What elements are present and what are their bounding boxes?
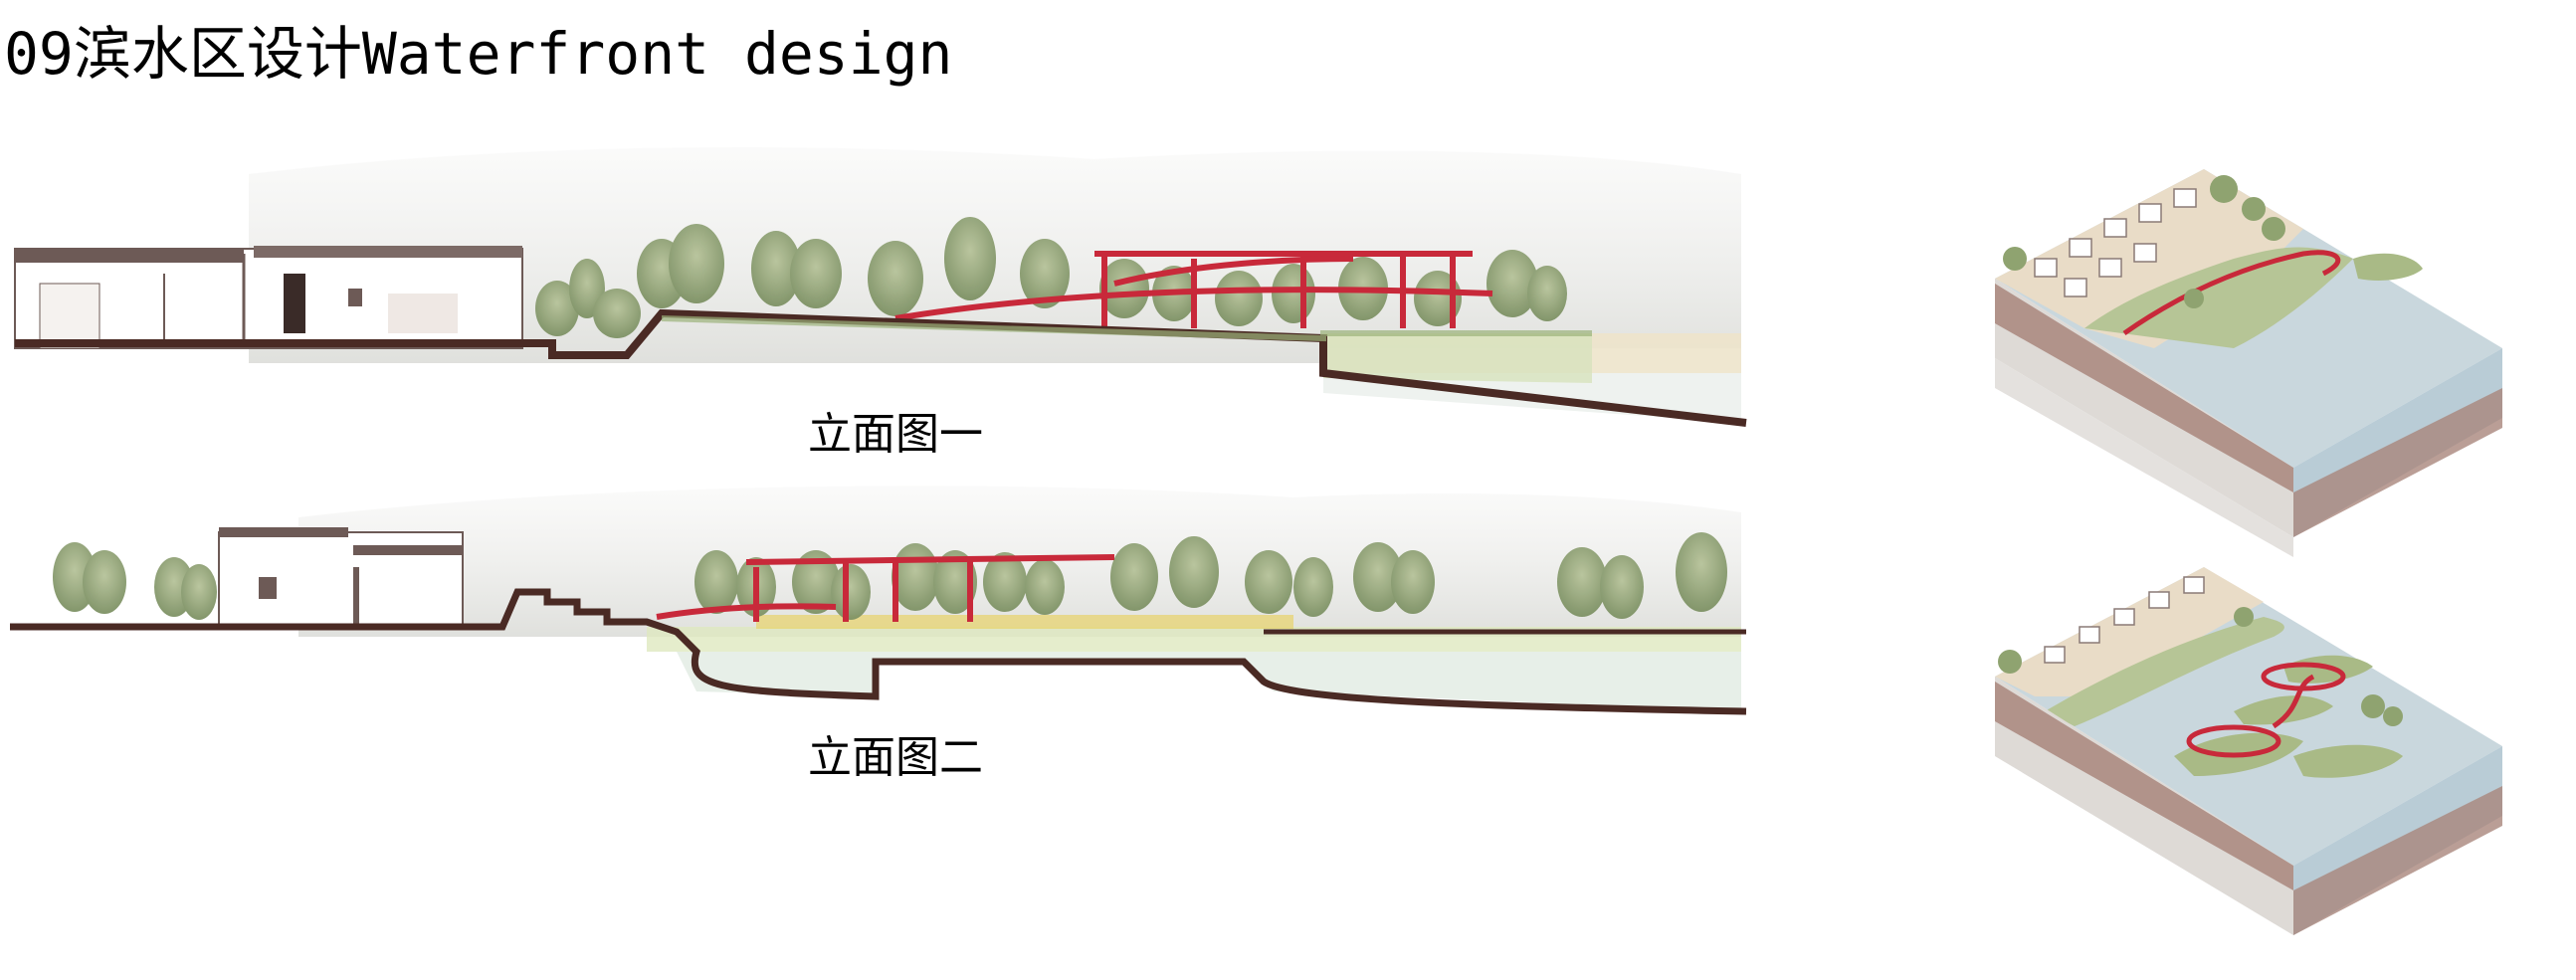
water-area (677, 652, 1741, 711)
lawn-band (1323, 333, 1592, 383)
elevation-drawing-1 (0, 134, 1751, 438)
page-title: 09滨水区设计Waterfront design (4, 20, 953, 88)
green-bank (2045, 617, 2284, 726)
elevation-1-illustration (14, 147, 1747, 427)
elevation-drawing-2 (0, 468, 1751, 726)
tree-row (53, 532, 1727, 620)
soil-layer-left (1995, 682, 2293, 890)
axonometric-block-1-illustration (1995, 169, 2502, 557)
ground-section-line (15, 308, 1747, 427)
soil-layer-left (1995, 284, 2293, 492)
ground-section-line (10, 588, 1747, 715)
land-surface (1995, 567, 2264, 696)
red-path (2186, 662, 2346, 758)
block-trees (2003, 175, 2285, 308)
houses-cluster (2044, 576, 2205, 664)
block-trees (1998, 607, 2403, 726)
elevation-2-illustration (10, 486, 1747, 715)
village-houses (14, 246, 523, 349)
axonometric-block-2-illustration (1995, 567, 2502, 935)
axonometric-block-2 (1975, 527, 2522, 945)
soil-face-right (2293, 388, 2502, 537)
elevation-2-caption: 立面图二 (808, 732, 983, 783)
red-pergola (894, 251, 1493, 328)
axonometric-block-1 (1975, 149, 2522, 567)
yellow-band (756, 615, 1293, 629)
red-pergola (656, 554, 1115, 622)
rock-face-bottom (1995, 358, 2293, 557)
elevation-1-caption: 立面图一 (808, 409, 983, 460)
soil-face-right (2293, 786, 2502, 935)
planting-band (661, 315, 1592, 342)
green-bank (2084, 247, 2353, 348)
tree-row (535, 217, 1567, 338)
red-path (2122, 250, 2341, 336)
houses-cluster (2034, 188, 2197, 297)
village-houses (218, 527, 464, 628)
island (2353, 253, 2423, 281)
